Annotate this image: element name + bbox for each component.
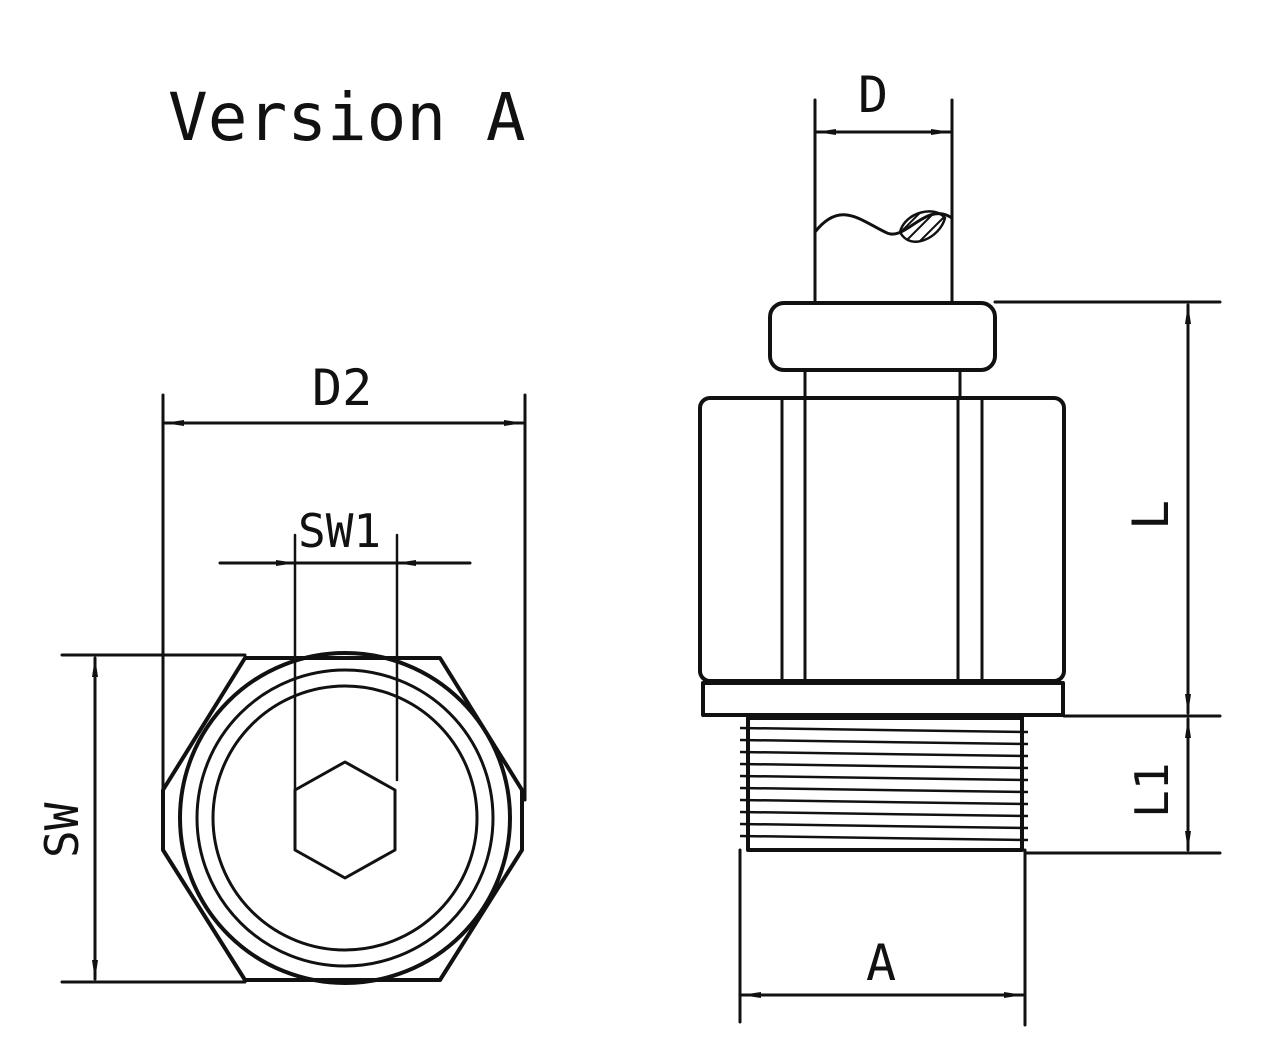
- sw-label: SW: [35, 802, 89, 858]
- end-view: D2 SW1 SW: [35, 359, 527, 985]
- sw1-label: SW1: [298, 504, 381, 558]
- l1-label: L1: [1125, 763, 1179, 818]
- flange: [701, 681, 1065, 717]
- d-label: D: [858, 66, 888, 124]
- side-view: D A: [698, 66, 1222, 1027]
- bore-circle: [211, 684, 479, 952]
- outer-thread-circle: [178, 651, 512, 985]
- thread-section: [746, 716, 1024, 852]
- hex-socket: [293, 760, 397, 880]
- inner-thread-circle: [195, 668, 495, 968]
- d2-label: D2: [312, 359, 372, 417]
- cap-nut: [768, 301, 997, 372]
- hex-nut-outline: [161, 656, 524, 982]
- hex-body: [698, 396, 1066, 683]
- tube-break-hatch: [898, 210, 947, 243]
- a-label: A: [866, 934, 896, 992]
- l-label: L: [1122, 500, 1180, 530]
- thread-lines: [739, 726, 1029, 842]
- version-title: Version A: [168, 79, 526, 156]
